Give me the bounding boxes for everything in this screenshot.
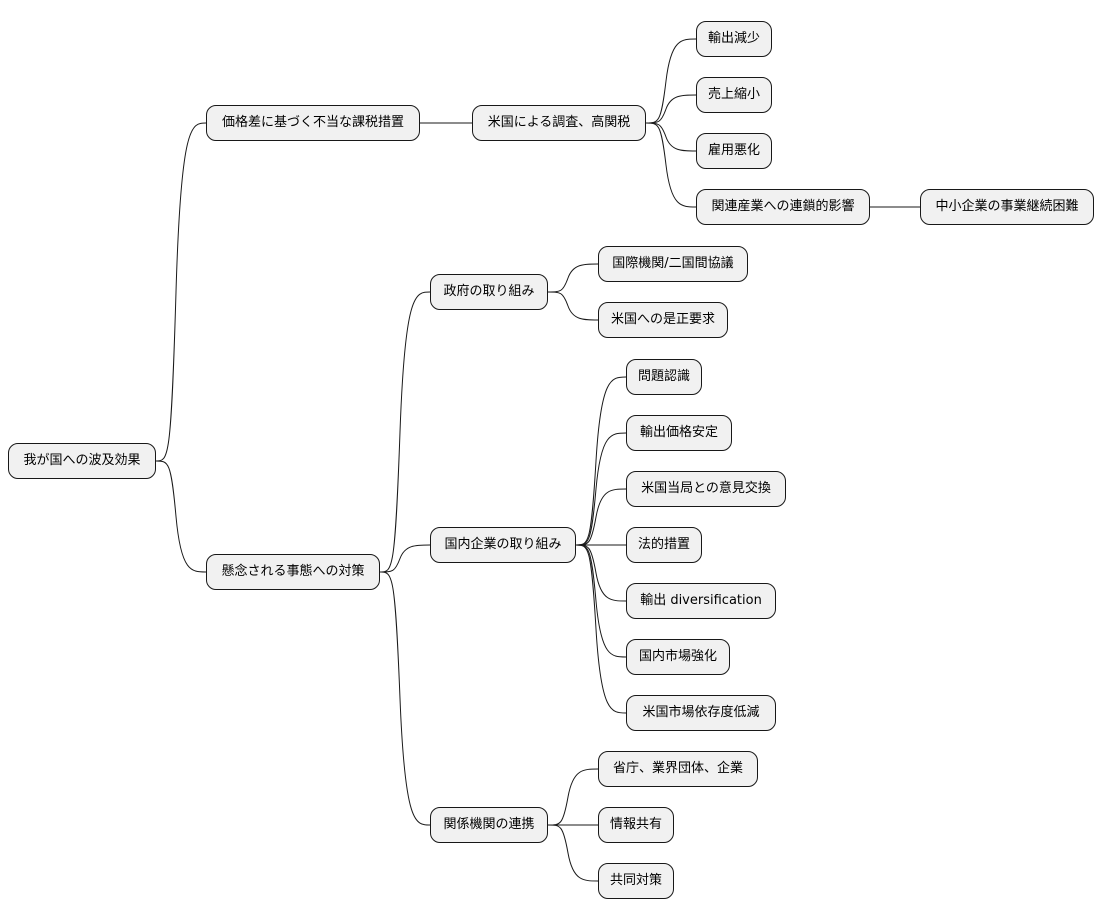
node-opinion-exchange: 米国当局との意見交換 xyxy=(626,471,786,507)
connector-line xyxy=(547,263,599,293)
connector-line xyxy=(155,460,207,573)
node-sme-difficulty: 中小企業の事業継続困難 xyxy=(920,189,1094,225)
node-ministries-industry: 省庁、業界団体、企業 xyxy=(598,751,758,787)
node-export-diversification: 輸出 diversification xyxy=(626,583,776,619)
connector-line xyxy=(645,94,697,124)
connector-line xyxy=(575,488,627,546)
connector-line xyxy=(575,376,627,546)
node-sales-shrink: 売上縮小 xyxy=(696,77,772,113)
node-countermeasures: 懸念される事態への対策 xyxy=(206,554,380,590)
node-joint-measures: 共同対策 xyxy=(598,863,674,899)
node-export-price-stability: 輸出価格安定 xyxy=(626,415,732,451)
connector-line xyxy=(547,768,599,826)
node-us-investigation: 米国による調査、高関税 xyxy=(472,105,646,141)
node-employment-worsening: 雇用悪化 xyxy=(696,133,772,169)
node-agency-cooperation: 関係機関の連携 xyxy=(430,807,548,843)
node-problem-awareness: 問題認識 xyxy=(626,359,702,395)
connector-line xyxy=(575,544,627,602)
connector-line xyxy=(379,544,431,573)
connector-line xyxy=(645,122,697,152)
node-unfair-tax: 価格差に基づく不当な課税措置 xyxy=(206,105,420,141)
node-correction-request: 米国への是正要求 xyxy=(598,302,728,338)
root-node: 我が国への波及効果 xyxy=(8,443,156,479)
node-information-sharing: 情報共有 xyxy=(598,807,674,843)
connector-line xyxy=(547,291,599,321)
node-international-talks: 国際機関/二国間協議 xyxy=(598,246,748,282)
connector-line xyxy=(645,38,697,124)
node-related-industries: 関連産業への連鎖的影響 xyxy=(696,189,870,225)
connector-line xyxy=(379,571,431,826)
connector-line xyxy=(379,291,431,573)
node-domestic-market: 国内市場強化 xyxy=(626,639,730,675)
connector-line xyxy=(575,544,627,658)
connector-line xyxy=(575,432,627,546)
node-export-decrease: 輸出減少 xyxy=(696,21,772,57)
connector-line xyxy=(575,544,627,714)
connector-line xyxy=(155,122,207,462)
connector-line xyxy=(547,824,599,882)
node-government-efforts: 政府の取り組み xyxy=(430,274,548,310)
connector-line xyxy=(645,122,697,208)
node-domestic-companies: 国内企業の取り組み xyxy=(430,527,576,563)
node-legal-measures: 法的措置 xyxy=(626,527,702,563)
node-us-dependence: 米国市場依存度低減 xyxy=(626,695,776,731)
